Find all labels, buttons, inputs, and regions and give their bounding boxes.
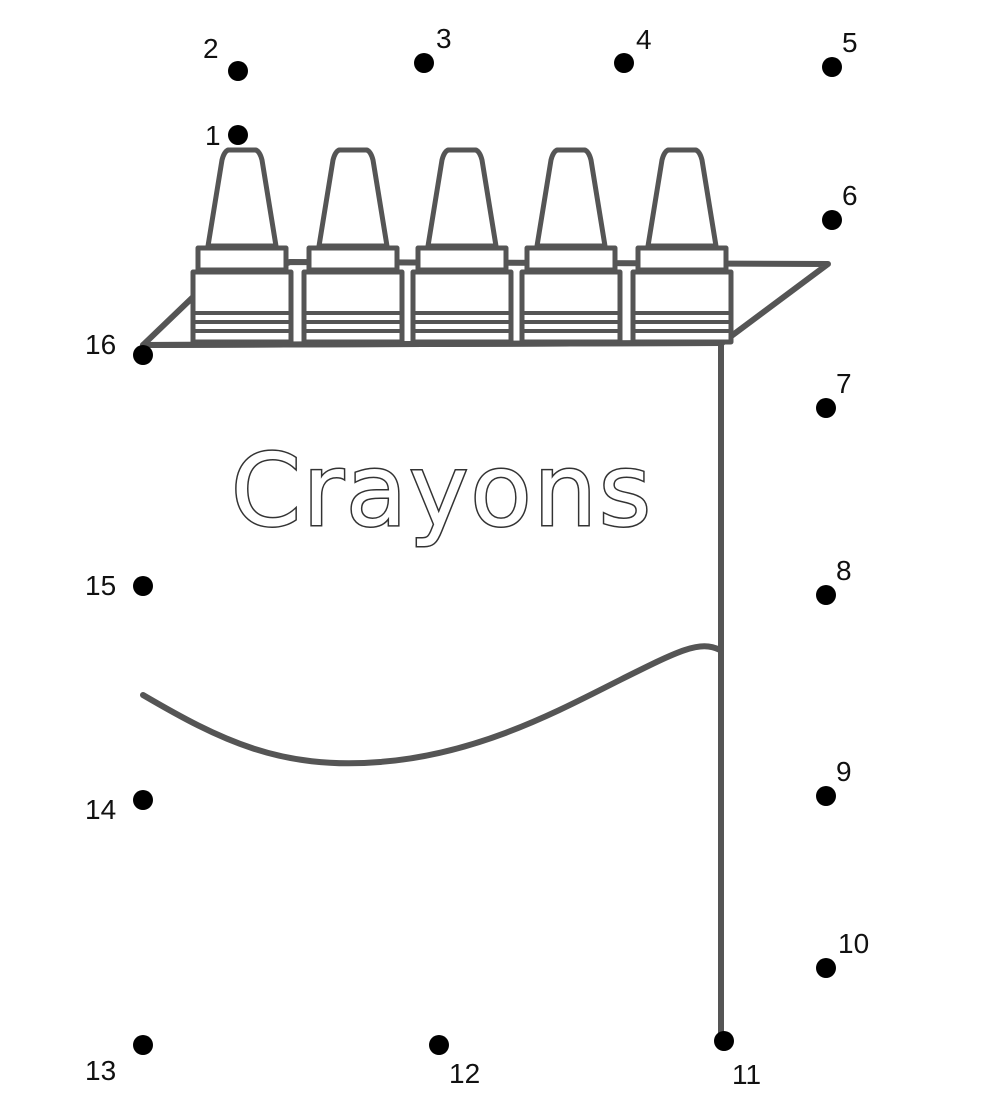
dot-label-5: 5	[842, 27, 858, 58]
dot-16	[133, 345, 153, 365]
crayon-5	[630, 147, 734, 345]
dot-15	[133, 576, 153, 596]
crayon-2	[301, 147, 405, 345]
dot-label-2: 2	[203, 33, 219, 64]
dot-label-1: 1	[205, 120, 221, 151]
dot-7	[816, 398, 836, 418]
dot-4	[614, 53, 634, 73]
crayon-tip	[205, 147, 279, 249]
crayon-4	[519, 147, 623, 345]
crayon-collar	[524, 245, 618, 273]
box-wave-line	[140, 643, 723, 767]
dot-12	[429, 1035, 449, 1055]
crayon-tip	[645, 147, 719, 249]
box-title: Crayons	[231, 432, 653, 549]
dot-label-15: 15	[85, 570, 116, 601]
crayon-tip	[534, 147, 608, 249]
dot-label-14: 14	[85, 794, 116, 825]
dot-label-11: 11	[732, 1059, 761, 1090]
dot-11	[714, 1031, 734, 1051]
dot-13	[133, 1035, 153, 1055]
dot-1	[228, 125, 248, 145]
dot-label-16: 16	[85, 329, 116, 360]
dot-label-8: 8	[836, 555, 852, 586]
crayon-collar	[306, 245, 400, 273]
dot-label-4: 4	[636, 24, 652, 55]
dot-label-12: 12	[449, 1058, 480, 1089]
dot-label-6: 6	[842, 180, 858, 211]
dot-5	[822, 57, 842, 77]
dot-label-10: 10	[838, 928, 869, 959]
crayon-collar	[415, 245, 509, 273]
box-front-top-edge	[140, 340, 725, 348]
crayon-collar	[635, 245, 729, 273]
crayon-tip	[316, 147, 390, 249]
crayon-collar	[195, 245, 289, 273]
dot-label-3: 3	[436, 23, 452, 54]
dot-8	[816, 585, 836, 605]
dot-10	[816, 958, 836, 978]
crayon-group	[190, 147, 734, 345]
dot-label-7: 7	[836, 368, 852, 399]
dot-3	[414, 53, 434, 73]
dot-9	[816, 786, 836, 806]
dot-14	[133, 790, 153, 810]
crayon-3	[410, 147, 514, 345]
dot-2	[228, 61, 248, 81]
crayon-tip	[425, 147, 499, 249]
dot-6	[822, 210, 842, 230]
crayon-1	[190, 147, 294, 345]
dot-label-13: 13	[85, 1055, 116, 1086]
dot-label-9: 9	[836, 756, 852, 787]
